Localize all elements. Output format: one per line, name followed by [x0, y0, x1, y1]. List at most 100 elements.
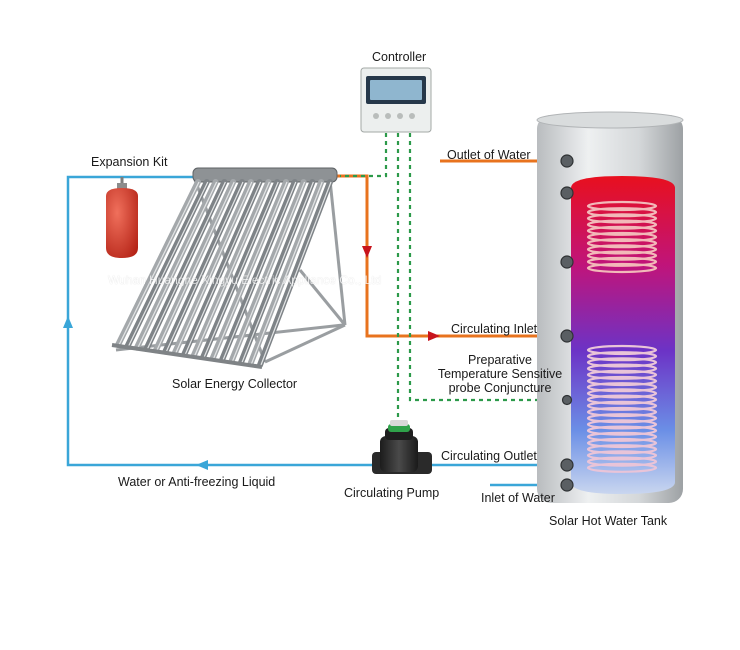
- vacuum-tube: [228, 179, 307, 364]
- label-probe: Preparative Temperature Sensitive probe …: [412, 353, 588, 395]
- vacuum-tube-highlight: [203, 181, 279, 358]
- coil-loop: [586, 256, 658, 267]
- coil-loop: [586, 456, 658, 467]
- vacuum-tube-highlight: [260, 181, 332, 366]
- coil-loop: [586, 450, 658, 461]
- coil-loop: [586, 382, 658, 393]
- coil-loop: [586, 207, 658, 218]
- vacuum-tube: [209, 179, 289, 362]
- vacuum-tube: [143, 179, 228, 352]
- vacuum-tube-highlight: [137, 181, 218, 348]
- coil-loop: [586, 419, 658, 430]
- vacuum-tube-highlight: [232, 181, 306, 362]
- coil-loop: [586, 244, 658, 255]
- port-circulating-inlet: [560, 329, 574, 343]
- coil-loop: [586, 213, 658, 224]
- vacuum-tube-highlight: [194, 181, 270, 356]
- coil-loop: [586, 444, 658, 455]
- coil-loop: [586, 394, 658, 405]
- coil-loop: [586, 388, 658, 399]
- coil-loop: [586, 375, 658, 387]
- label-controller: Controller: [372, 50, 427, 64]
- flow-arrow-down-icon: [362, 246, 372, 258]
- vacuum-tube: [219, 179, 298, 363]
- vacuum-tube-highlight: [127, 181, 209, 347]
- coil-loop: [586, 357, 658, 368]
- vacuum-tube-highlight: [250, 181, 323, 364]
- vacuum-tube: [238, 179, 316, 366]
- coil-loop: [586, 369, 658, 380]
- vacuum-tube-highlight: [222, 181, 297, 360]
- coil-loop: [586, 225, 658, 236]
- label-expansion-kit: Expansion Kit: [91, 155, 168, 169]
- coil-loop: [586, 413, 658, 424]
- vacuum-tube-highlight: [118, 181, 200, 346]
- port-upper-coil-in: [560, 186, 574, 200]
- coil-loop: [586, 344, 658, 356]
- vacuum-tube-highlight: [156, 181, 235, 351]
- coil-loop: [586, 250, 658, 261]
- port-upper-coil-out: [560, 255, 574, 269]
- coil-loop: [586, 219, 658, 230]
- cold-return-pipe: [63, 175, 552, 470]
- vacuum-tube-highlight: [175, 181, 253, 354]
- vacuum-tube-highlight: [213, 181, 288, 359]
- vacuum-tube: [257, 179, 333, 368]
- vacuum-tube-highlight: [165, 181, 244, 352]
- vacuum-tube: [133, 179, 219, 351]
- circulating-pump: [372, 420, 432, 474]
- upper-heat-coil: [586, 200, 658, 274]
- vacuum-tube: [162, 179, 245, 355]
- coil-loop: [586, 437, 658, 449]
- label-probe-line2: Temperature Sensitive: [437, 367, 563, 381]
- coil-loop: [586, 238, 658, 249]
- label-circulating-inlet: Circulating Inlet: [451, 322, 538, 336]
- vacuum-tube-highlight: [146, 181, 226, 350]
- label-circulating-pump: Circulating Pump: [344, 486, 440, 500]
- coil-loop: [586, 462, 658, 473]
- lower-heat-coil: [586, 344, 658, 473]
- coil-loop: [586, 425, 658, 436]
- label-outlet-of-water: Outlet of Water: [447, 148, 531, 162]
- coil-loop: [586, 200, 658, 212]
- label-circulating-outlet: Circulating Outlet: [441, 449, 537, 463]
- solar-hot-water-tank: [536, 111, 684, 503]
- label-probe-line1: Preparative: [468, 353, 532, 367]
- vacuum-tubes: [115, 179, 333, 368]
- label-solar-hot-water-tank: Solar Hot Water Tank: [549, 514, 668, 528]
- coil-loop: [586, 406, 658, 418]
- controller-signal-wires: [340, 133, 565, 430]
- flow-arrow-up-icon: [63, 316, 73, 328]
- vacuum-tube: [152, 179, 237, 354]
- coil-loop: [586, 431, 658, 442]
- coil-loop: [586, 363, 658, 374]
- vacuum-tube: [200, 179, 281, 360]
- vacuum-tube: [115, 179, 201, 348]
- label-water-or-anti-freezing-liquid: Water or Anti-freezing Liquid: [118, 475, 276, 489]
- solar-energy-collector: [111, 167, 347, 369]
- label-inlet-of-water: Inlet of Water: [481, 491, 555, 505]
- vacuum-tube: [124, 179, 210, 350]
- port-circulating-outlet: [560, 458, 574, 472]
- coil-loop: [586, 400, 658, 411]
- flow-arrow-left-icon: [196, 460, 208, 470]
- port-inlet-of-water: [560, 478, 574, 492]
- flow-arrow-right-icon: [428, 331, 440, 341]
- coil-loop: [586, 262, 658, 274]
- vacuum-tube: [171, 179, 254, 356]
- coil-loop: [586, 231, 658, 243]
- watermark-text: Wuhan Huanghe Xingyu Electric Appliance …: [108, 273, 382, 287]
- controller-unit: [360, 67, 432, 133]
- label-probe-line3: probe Conjuncture: [448, 381, 552, 395]
- hot-supply-pipe: [335, 159, 565, 341]
- vacuum-tube-highlight: [241, 181, 314, 363]
- coil-loop: [586, 351, 658, 362]
- vacuum-tube: [181, 179, 263, 358]
- vacuum-tube: [190, 179, 272, 359]
- label-solar-energy-collector: Solar Energy Collector: [172, 377, 298, 391]
- port-probe: [561, 394, 573, 406]
- vacuum-tube-highlight: [184, 181, 262, 355]
- port-outlet-of-water: [560, 154, 574, 168]
- expansion-kit-tank: [106, 177, 138, 258]
